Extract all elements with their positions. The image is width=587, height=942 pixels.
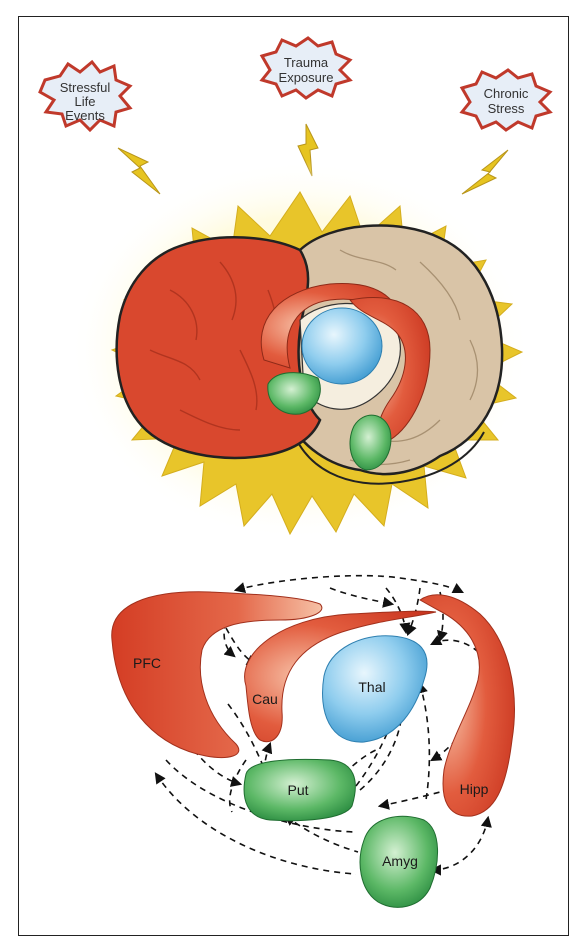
region-put: Put: [244, 759, 355, 820]
brain-thalamus: [302, 308, 382, 384]
brain-illustration: [117, 226, 502, 484]
region-amyg: Amyg: [360, 816, 437, 907]
trigger-stressful-life-events: Stressful Life Events: [40, 62, 130, 130]
trigger-label-line1: Stressful: [60, 80, 111, 95]
region-hipp: Hipp: [420, 595, 514, 816]
trigger-label-line2: Exposure: [279, 70, 334, 85]
trigger-label-line3: Events: [65, 108, 105, 123]
region-label-thal: Thal: [358, 679, 385, 695]
trigger-label-line2: Life: [75, 94, 96, 109]
trigger-label-line1: Trauma: [284, 55, 329, 70]
region-label-cau: Cau: [252, 691, 278, 707]
trigger-label-line2: Stress: [488, 101, 525, 116]
region-label-put: Put: [287, 782, 308, 798]
region-label-hipp: Hipp: [460, 781, 489, 797]
region-label-amyg: Amyg: [382, 853, 418, 869]
lightning-bolt-icon: [118, 148, 160, 194]
trigger-chronic-stress: Chronic Stress: [462, 70, 550, 130]
trigger-trauma-exposure: Trauma Exposure: [262, 38, 350, 98]
region-label-pfc: PFC: [133, 655, 161, 671]
region-pfc: PFC: [112, 592, 322, 758]
lightning-bolt-icon: [462, 150, 508, 194]
trigger-label-line1: Chronic: [484, 86, 529, 101]
region-thal: Thal: [323, 636, 427, 742]
brain-frontal-lobe: [117, 237, 320, 458]
